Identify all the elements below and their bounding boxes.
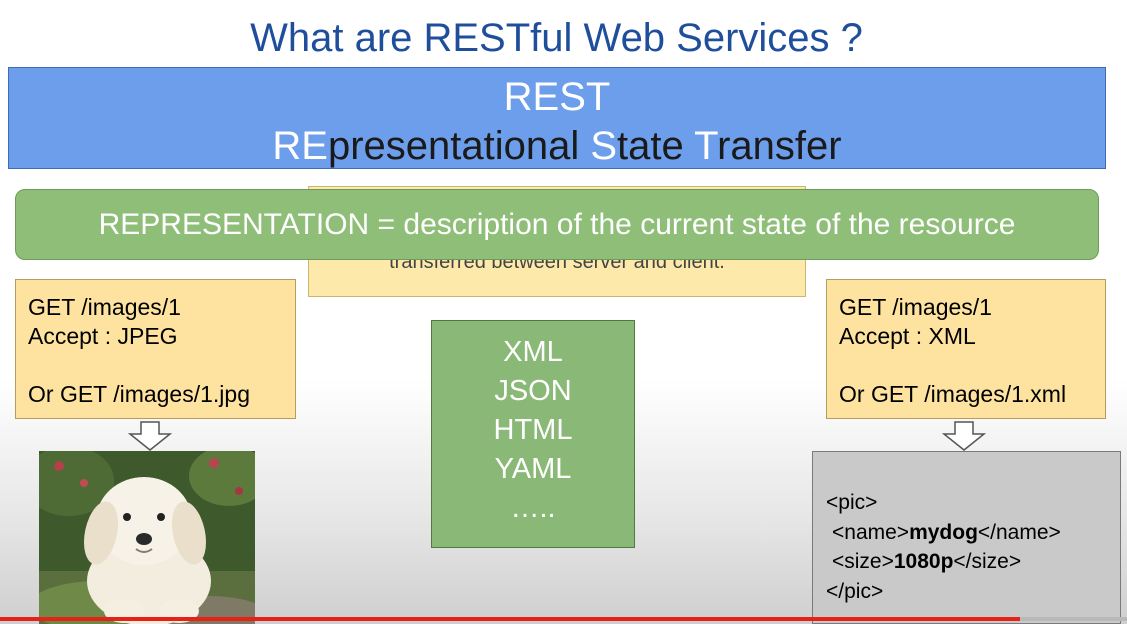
xml-request-line: GET /images/1 — [839, 294, 992, 320]
video-progress-bar[interactable] — [0, 617, 1127, 621]
rest-word-presentational: presentational — [327, 124, 591, 168]
xml-accept-header: Accept : XML — [839, 323, 976, 349]
jpeg-request-line: GET /images/1 — [28, 294, 181, 320]
rest-word-tate: tate — [617, 124, 695, 168]
format-item: XML — [503, 336, 563, 368]
xml-name-close: </name> — [977, 520, 1061, 544]
down-arrow-icon — [127, 421, 173, 451]
format-item: HTML — [493, 414, 573, 446]
xml-size-close: </size> — [953, 550, 1022, 573]
xml-name-line: <name>mydog</name> — [826, 518, 1120, 548]
rest-word-ransfer: ransfer — [717, 124, 842, 168]
down-arrow-icon — [941, 421, 987, 451]
xml-size-open: <size> — [832, 550, 894, 573]
xml-name-value: mydog — [909, 520, 978, 544]
representation-banner: REPRESENTATION = description of the curr… — [15, 189, 1099, 260]
xml-open-tag: <pic> — [826, 491, 878, 514]
rest-letter-s: S — [590, 124, 618, 168]
xml-size-value: 1080p — [893, 550, 954, 573]
formats-box: XML JSON HTML YAML ….. — [431, 320, 635, 548]
rest-letter-re: RE — [272, 124, 328, 168]
rest-banner: REST REpresentational State Transfer — [8, 67, 1106, 169]
format-item: YAML — [494, 453, 572, 485]
jpeg-request-box: GET /images/1 Accept : JPEG Or GET /imag… — [15, 279, 296, 419]
jpeg-accept-header: Accept : JPEG — [28, 323, 178, 349]
rest-expansion: REpresentational State Transfer — [9, 122, 1105, 170]
xml-name-open: <name> — [832, 520, 910, 544]
video-progress-fill — [0, 617, 1020, 621]
rest-acronym: REST — [503, 75, 611, 119]
puppy-photo — [39, 451, 255, 624]
xml-size-line: <size>1080p</size> — [826, 547, 1120, 577]
xml-close-tag: </pic> — [826, 579, 884, 603]
format-item: JSON — [494, 375, 572, 407]
xml-alt-request: Or GET /images/1.xml — [839, 381, 1067, 407]
xml-response-box: <pic> <name>mydog</name> <size>1080p</si… — [812, 451, 1121, 624]
xml-request-box: GET /images/1 Accept : XML Or GET /image… — [826, 279, 1106, 419]
format-item: ….. — [510, 492, 556, 524]
jpeg-alt-request: Or GET /images/1.jpg — [28, 381, 250, 407]
slide-title: What are RESTful Web Services ? — [250, 16, 863, 60]
rest-letter-t: T — [694, 124, 718, 168]
